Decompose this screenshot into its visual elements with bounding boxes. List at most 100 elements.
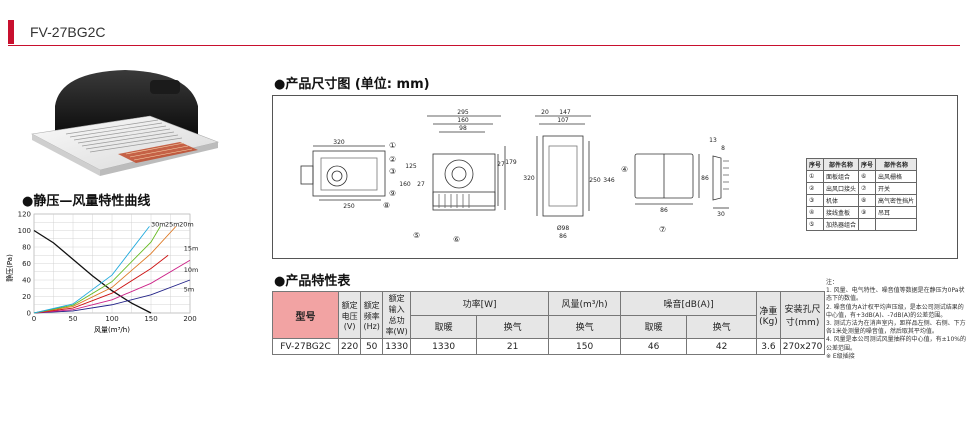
callout-3: ③ (389, 167, 396, 176)
table-row: FV-27BG2C 220 50 1330 1330 21 150 46 42 … (272, 338, 826, 355)
spec-power-heat: 1330 (410, 338, 478, 355)
page-title: FV-27BG2C (30, 24, 106, 40)
dim-160: 160 (457, 117, 469, 124)
callout-1: ① (389, 141, 396, 150)
chart-series-line (33, 226, 177, 314)
chart-x-tick: 0 (32, 315, 36, 323)
spec-model: FV-27BG2C (272, 338, 339, 355)
chart-series-line (33, 279, 191, 314)
dim-320v: 320 (523, 175, 535, 182)
spec-title: ●产品特性表 (274, 274, 351, 289)
callout-8: ⑧ (383, 201, 390, 210)
spec-header-voltage: 额定电压(V) (337, 291, 362, 339)
chart-y-tick: 40 (22, 277, 31, 285)
note-line: 注： (826, 279, 839, 286)
dim-250v: 250 (589, 177, 601, 184)
product-photo (31, 70, 220, 176)
chart-line-label: 5m (184, 286, 194, 294)
note-line: ※ E级插接 (826, 352, 855, 360)
note-line: 3. 测试方法为在消声室内，距样品左侧、右侧、下方各1米处测量的噪音值，然后取其… (826, 320, 966, 336)
dim-98d: Ø98 (557, 225, 570, 232)
dim-13: 13 (709, 137, 717, 144)
dim-8: 8 (721, 145, 725, 152)
spec-header-hole: 安装孔尺寸(mm) (779, 291, 826, 339)
chart-x-label: 风量(m³/h) (94, 326, 130, 334)
chart-x-tick: 150 (144, 315, 157, 323)
chart-y-tick: 80 (22, 244, 31, 252)
chart-series-line (33, 254, 169, 314)
callout-4: ④ (621, 165, 628, 174)
chart-y-tick: 20 (22, 293, 31, 301)
chart-y-tick: 60 (22, 260, 31, 268)
chart-y-label: 静压(Pa) (5, 254, 14, 282)
spec-header-freq: 额定频率(Hz) (360, 291, 384, 339)
dim-320: 320 (333, 139, 345, 146)
header: FV-27BG2C (8, 20, 960, 46)
dim-20: 20 (541, 109, 549, 116)
curve-title: ●静压—风量特性曲线 (22, 194, 151, 209)
spec-header-total-power: 额定输入总功率(W) (382, 291, 412, 339)
spec-hole: 270x270 (779, 338, 826, 355)
callout-2: ② (389, 155, 396, 164)
dim-86c: 86 (559, 233, 567, 240)
callout-7: ⑦ (659, 225, 666, 234)
spec-header-weight: 净重(Kg) (756, 291, 781, 339)
spec-header-model: 型号 (272, 291, 339, 339)
parts-header-no: 序号 (805, 158, 825, 171)
spec-header-power: 功率[W] (410, 291, 550, 316)
spec-weight: 3.6 (756, 338, 781, 355)
spec-freq: 50 (360, 338, 384, 355)
callout-5: ⑤ (413, 231, 420, 240)
chart-line-label: 20m (179, 220, 194, 228)
chart-y-tick: 100 (18, 227, 31, 235)
spec-power-vent: 21 (476, 338, 550, 355)
spec-sub-noise-vent: 换气 (686, 314, 758, 339)
parts-header-name: 部件名称 (823, 158, 860, 171)
chart-x-tick: 50 (69, 315, 78, 323)
dim-86a: 86 (660, 207, 668, 214)
spec-sub-power-vent: 换气 (476, 314, 550, 339)
header-accent-bar (8, 20, 14, 44)
spec-noise-heat: 46 (620, 338, 688, 355)
dimensions-title: ●产品尺寸图 (单位: mm) (274, 77, 430, 92)
header-divider (8, 45, 960, 46)
chart-series-line (33, 226, 161, 314)
dim-125: 125 (405, 163, 417, 170)
chart-y-tick: 0 (27, 310, 31, 318)
chart-series-line (33, 226, 150, 314)
spec-notes: 注： 1. 风量、电气特性、噪音值等数据是在静压为0Pa状态下的数值。 2. 噪… (826, 279, 966, 361)
chart-line-label: 30m (151, 220, 166, 228)
dim-107: 107 (557, 117, 569, 124)
spec-sub-flow-vent: 换气 (548, 314, 622, 339)
note-line: 1. 风量、电气特性、噪音值等数据是在静压为0Pa状态下的数值。 (826, 287, 965, 303)
spec-total-power: 1330 (382, 338, 412, 355)
dimension-drawing: 320 250 295 160 98 125 27 160 27 179 320… (272, 95, 958, 259)
chart-series (33, 226, 191, 314)
spec-header-flow: 风量(m³/h) (548, 291, 622, 316)
spec-flow: 150 (548, 338, 622, 355)
spec-sub-noise-heat: 取暖 (620, 314, 688, 339)
dim-295: 295 (457, 109, 469, 116)
chart-x-tick: 200 (183, 315, 196, 323)
parts-header-no2: 序号 (858, 158, 877, 171)
chart-line-label: 10m (184, 266, 199, 274)
dim-27a: 27 (417, 181, 425, 188)
spec-table: 型号 额定电压(V) 额定频率(Hz) 额定输入总功率(W) 功率[W] 风量(… (272, 291, 826, 355)
dim-98: 98 (459, 125, 467, 132)
chart-grid (33, 213, 191, 314)
dim-160v: 160 (399, 181, 411, 188)
dim-179: 179 (505, 159, 517, 166)
dim-147: 147 (559, 109, 571, 116)
dim-27b: 27 (497, 161, 505, 168)
dim-346: 346 (603, 177, 615, 184)
drawing-svg: 320 250 295 160 98 125 27 160 27 179 320… (300, 109, 729, 244)
